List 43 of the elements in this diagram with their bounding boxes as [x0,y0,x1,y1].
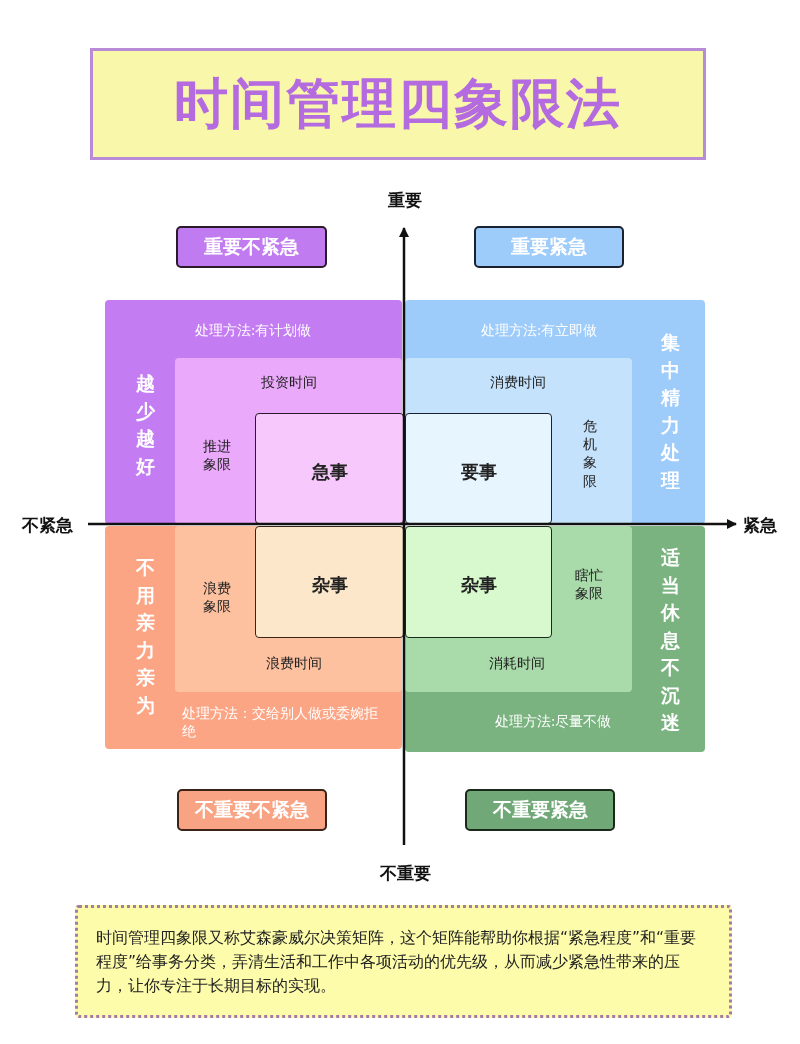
quadrant-zone [175,526,402,692]
quadrant-zone [405,526,632,692]
quadrant-name: 浪费象限 [202,578,232,616]
note-text: 时间管理四象限又称艾森豪威尔决策矩阵，这个矩阵能帮助你根据“紧急程度”和“重要程度”给事务分类，弄清生活和工作中各项活动的优先级，从而减少紧急性带来的压力，让你专注于长期目标的实现。 [96,927,698,997]
quadrant-name: 推进象限 [202,436,232,474]
category-badge: 重要紧急 [474,226,624,268]
method-text: 处理方法：交给别人做或委婉拒绝 [182,703,378,741]
category-badge: 不重要不紧急 [177,789,327,831]
method-text: 处理方法:有立即做 [480,320,598,340]
category-badge: 不重要紧急 [465,789,615,831]
quadrant-zone [405,358,632,524]
task-box [405,413,552,524]
axis-label: 紧急 [743,513,777,537]
task-box [255,526,404,638]
note-box [75,905,732,1018]
quadrant-zone [175,358,402,524]
method-text: 处理方法:有计划做 [194,320,312,340]
quadrant-panel [105,526,402,749]
task-label: 急事 [312,460,348,484]
advice-text: 不用亲力亲为 [135,555,155,719]
time-label: 浪费时间 [266,653,322,673]
category-badge: 重要不紧急 [176,226,327,268]
title-text: 时间管理四象限法 [174,70,622,137]
task-label: 杂事 [461,573,497,597]
quadrant-name: 瞎忙象限 [574,565,604,603]
task-label: 杂事 [312,573,348,597]
task-box [255,413,404,524]
quadrant-name: 危机象限 [582,416,598,490]
advice-text: 适当休息不沉迷 [660,544,680,735]
advice-text: 集中精力处理 [660,330,680,494]
time-label: 消耗时间 [489,653,545,673]
task-box [405,526,552,638]
time-label: 投资时间 [261,372,317,392]
quadrant-panel [405,300,705,524]
axis-label: 重要 [388,188,422,212]
quadrant-panel [405,526,705,752]
advice-text: 越少越好 [135,370,155,479]
axis-label: 不紧急 [21,513,73,537]
task-label: 要事 [461,460,497,484]
quadrant-panel [105,300,402,524]
axis-label: 不重要 [379,861,431,885]
method-text: 处理方法:尽量不做 [494,711,612,731]
time-label: 消费时间 [490,372,546,392]
